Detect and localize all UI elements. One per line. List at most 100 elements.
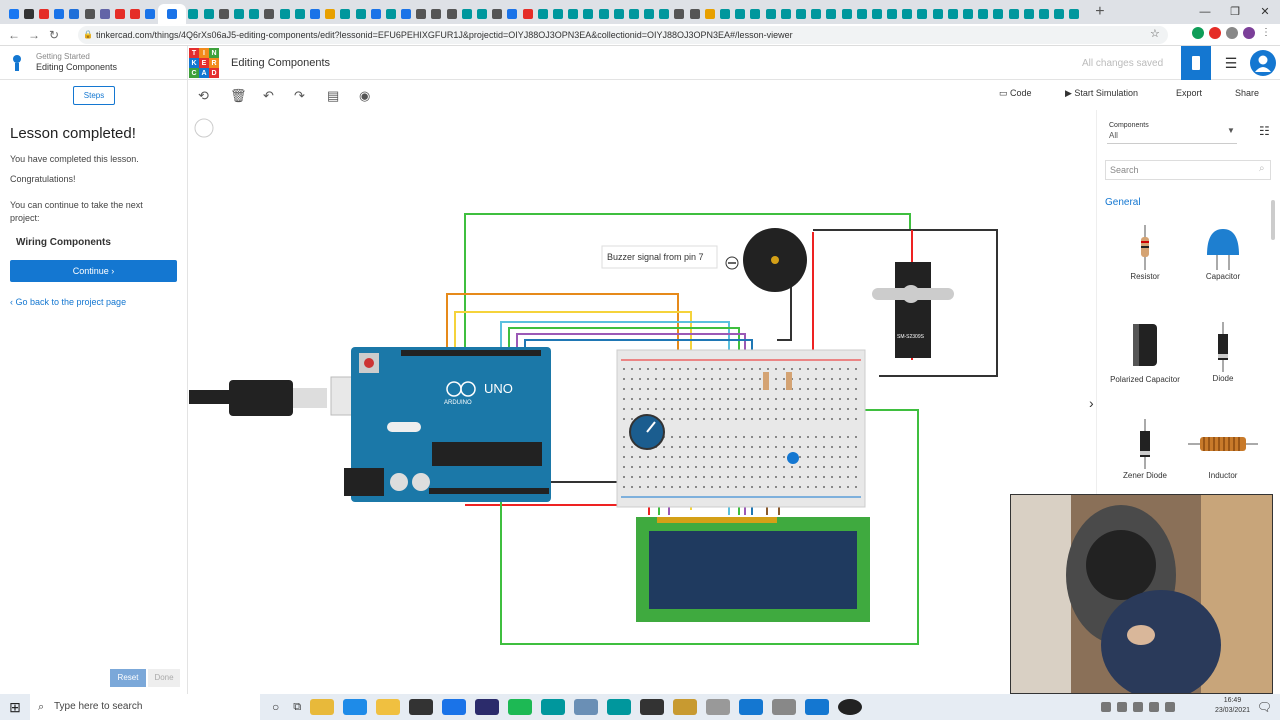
expand-panel-icon[interactable]: › [1089,395,1094,411]
arduino-icon[interactable] [607,699,632,715]
cortana-icon[interactable]: ○ [272,700,280,714]
browser-tab[interactable] [733,4,748,24]
browser-tab[interactable] [1052,4,1067,24]
design-title[interactable]: Editing Components [231,57,331,69]
browser-tab[interactable] [292,4,307,24]
undo-icon[interactable]: ↶ [263,88,274,103]
browser-tab[interactable] [839,4,854,24]
start-simulation-button[interactable]: ▶ Start Simulation [1065,88,1138,99]
extension-puzzle-icon[interactable] [1226,27,1238,39]
app-icon[interactable] [805,699,830,715]
browser-tab[interactable] [991,4,1006,24]
tray-icon[interactable] [1117,702,1127,712]
clock[interactable]: 16:49 23/03/2021 [1215,696,1250,716]
resistor-part[interactable] [786,372,792,390]
file-explorer-icon[interactable] [376,699,401,715]
extension-icon[interactable] [1209,27,1221,39]
browser-tab[interactable] [368,4,383,24]
browser-tab[interactable] [1067,4,1082,24]
browser-tab[interactable] [277,4,292,24]
code-button[interactable]: ▭ Code [999,88,1032,99]
done-button[interactable]: Done [148,669,180,687]
browser-tab[interactable] [702,4,717,24]
browser-tab[interactable] [1006,4,1021,24]
reset-button[interactable]: Reset [110,669,146,687]
browser-tab[interactable] [201,4,216,24]
fit-view-icon[interactable] [194,118,214,138]
browser-tab[interactable] [338,4,353,24]
app-icon[interactable] [706,699,731,715]
browser-tab[interactable] [550,4,565,24]
steps-button[interactable]: Steps [73,86,115,105]
browser-tab[interactable] [459,4,474,24]
browser-tab[interactable] [157,4,186,24]
browser-tab[interactable] [596,4,611,24]
minimize-icon[interactable]: — [1199,6,1211,18]
task-view-icon[interactable]: ⧉ [293,700,302,713]
edge-icon[interactable] [343,699,368,715]
taskbar-search-input[interactable]: ⌕ Type here to search [30,694,260,720]
obs-icon[interactable] [838,699,863,715]
tinkercad-logo[interactable]: T I N K E R C A D [189,48,219,78]
app-icon[interactable] [673,699,698,715]
continue-button[interactable]: Continue › [10,260,177,282]
browser-tab[interactable] [626,4,641,24]
browser-tab[interactable] [353,4,368,24]
browser-tab[interactable] [778,4,793,24]
browser-tab[interactable] [672,4,687,24]
store-icon[interactable] [409,699,434,715]
browser-tab[interactable] [642,4,657,24]
browser-tab[interactable] [383,4,398,24]
notifications-icon[interactable]: 🗨 [1256,700,1272,714]
browser-tab[interactable] [97,4,112,24]
browser-tab[interactable] [1036,4,1051,24]
avatar[interactable] [1250,50,1276,76]
spotify-icon[interactable] [508,699,533,715]
browser-tab[interactable] [885,4,900,24]
browser-tab[interactable] [231,4,246,24]
browser-tab[interactable] [444,4,459,24]
browser-tab[interactable] [945,4,960,24]
bookmark-star-icon[interactable]: ☆ [1150,28,1160,40]
browser-tab[interactable] [128,4,143,24]
component-search-input[interactable]: Search [1105,160,1271,180]
browser-tab[interactable] [323,4,338,24]
chrome-icon[interactable] [310,699,335,715]
app-icon[interactable] [574,699,599,715]
visibility-icon[interactable]: ◉ [359,88,371,103]
volume-icon[interactable] [1165,702,1175,712]
list-view-icon[interactable]: ☷ [1259,124,1270,138]
profile-icon[interactable] [1243,27,1255,39]
component-polarized-capacitor[interactable]: Polarized Capacitor [1110,322,1180,385]
kebab-menu-icon[interactable]: ⋮ [1261,27,1271,38]
browser-tab[interactable] [960,4,975,24]
browser-tab[interactable] [216,4,231,24]
browser-tab[interactable] [581,4,596,24]
browser-tab[interactable] [262,4,277,24]
browser-tab[interactable] [763,4,778,24]
back-to-project-link[interactable]: ‹ Go back to the project page [10,297,126,307]
browser-tab[interactable] [36,4,51,24]
delete-icon[interactable]: 🗑 [230,88,247,103]
resistor-part[interactable] [763,372,769,390]
browser-tab[interactable] [474,4,489,24]
components-dropdown[interactable] [1107,120,1237,144]
redo-icon[interactable]: ↷ [294,88,305,103]
component-list-button[interactable]: ☰ [1218,46,1244,80]
share-button[interactable]: Share [1235,88,1259,98]
browser-tab[interactable] [930,4,945,24]
browser-tab[interactable] [900,4,915,24]
rotate-icon[interactable]: ⟲ [198,88,209,103]
calculator-icon[interactable] [772,699,797,715]
app-icon[interactable] [739,699,764,715]
browser-tab[interactable] [748,4,763,24]
reload-icon[interactable]: ↻ [48,27,60,42]
browser-tab[interactable] [793,4,808,24]
browser-tab[interactable] [67,4,82,24]
restore-icon[interactable]: ❐ [1230,6,1240,18]
browser-tab[interactable] [52,4,67,24]
scrollbar[interactable] [1271,200,1275,240]
browser-tab[interactable] [6,4,21,24]
browser-tab[interactable] [915,4,930,24]
component-diode[interactable]: Diode [1188,322,1258,383]
